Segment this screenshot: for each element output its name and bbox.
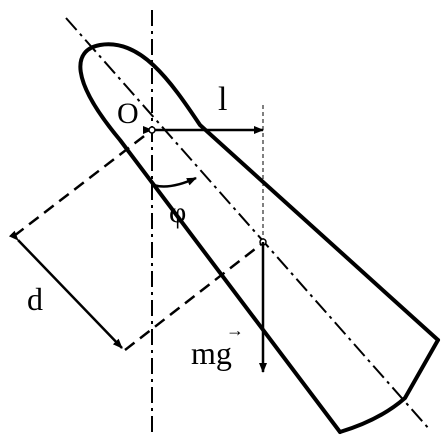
rigid-body-bottom-edge: [338, 338, 440, 434]
dashed-perpendicular-top: [13, 129, 153, 237]
weight-vector-accent: →: [226, 320, 244, 340]
angle-label: φ: [169, 196, 186, 229]
body-axis-line: [65, 17, 431, 431]
pivot-label: O: [117, 97, 139, 130]
pivot-point: [148, 126, 156, 134]
dashed-perpendicular-bottom: [124, 241, 265, 351]
distance-label: d: [27, 281, 43, 317]
weight-label: mg: [191, 335, 232, 371]
angle-phi-arc: [152, 176, 197, 188]
distance-d-dimension-line: [8, 230, 123, 349]
arm-length-label: l: [218, 81, 227, 118]
rigid-body-outline: [78, 42, 440, 434]
